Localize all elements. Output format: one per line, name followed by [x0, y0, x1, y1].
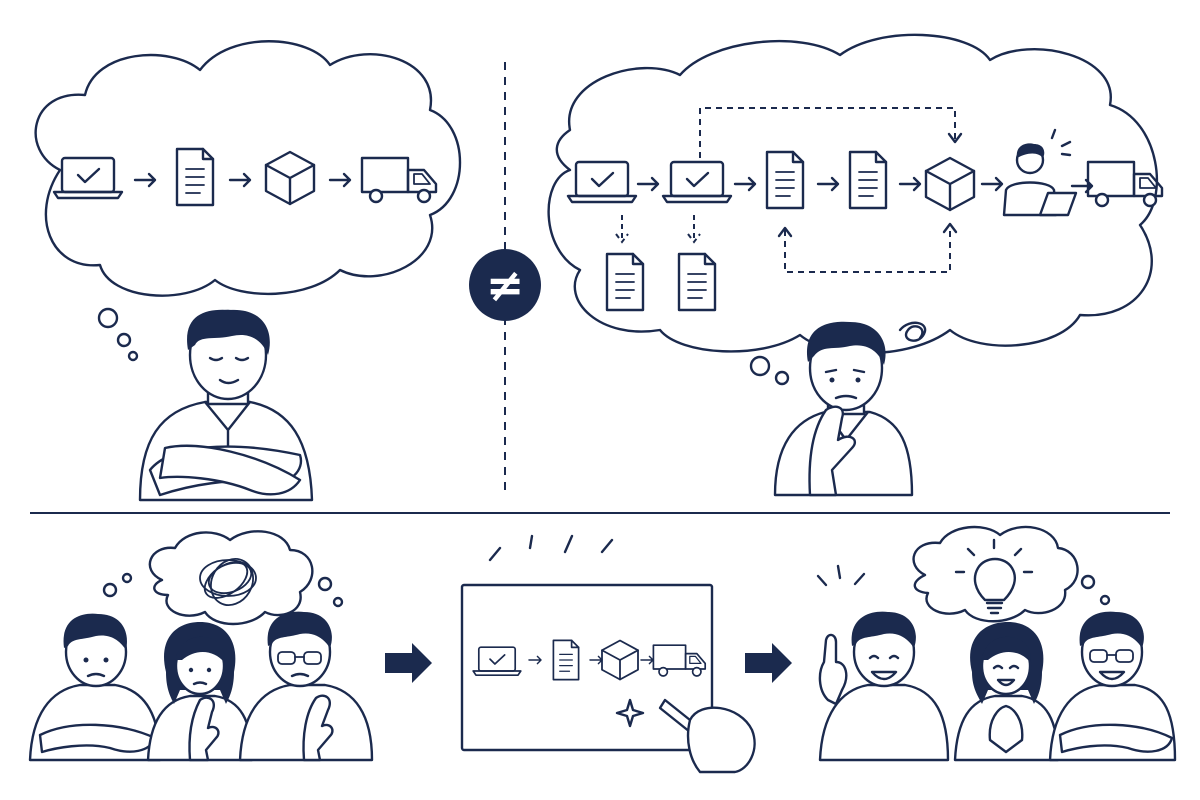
- not-equal-symbol: ≠: [486, 258, 525, 312]
- thought-cloud-simple: [34, 40, 462, 297]
- feedback-loop-bottom: [784, 226, 951, 273]
- emphasis-lines: [488, 534, 614, 562]
- top-right-panel: [547, 33, 1164, 497]
- thought-bubble-dot: [127, 350, 139, 362]
- worker-at-laptop-icon: [1002, 128, 1078, 217]
- man-glasses-hand-on-chin: [238, 611, 374, 762]
- thought-bubble-dot: [774, 370, 790, 386]
- dashed-arrow-down: [687, 215, 701, 244]
- man-glasses-arms-crossed-smiling: [1048, 611, 1177, 762]
- big-arrow-right-icon: [745, 643, 792, 683]
- feedback-loop-top: [699, 107, 956, 158]
- thought-bubble-dot: [102, 582, 118, 598]
- thought-cloud-tangled: [148, 530, 314, 626]
- man-arms-crossed-content: [138, 309, 314, 502]
- thought-bubble-dot: [1080, 574, 1096, 590]
- thought-bubble-dot: [116, 332, 132, 348]
- hand-with-pen: [658, 698, 756, 774]
- thought-bubble-dot: [121, 572, 133, 584]
- thought-bubble-dot: [97, 307, 119, 329]
- thought-bubble-dot: [317, 576, 333, 592]
- emphasis-lines: [816, 564, 866, 587]
- top-left-panel: [34, 40, 462, 502]
- lightbulb-icon: [954, 538, 1034, 615]
- thought-bubble-dot: [332, 596, 344, 608]
- dashed-arrow-down: [615, 215, 629, 244]
- man-arms-crossed-worried: [28, 613, 162, 762]
- woman-hands-clasped-smiling: [953, 622, 1060, 762]
- whiteboard: [460, 534, 756, 774]
- thought-bubble-dot: [1099, 594, 1111, 606]
- man-pointing-up-smiling: [818, 611, 950, 762]
- thought-bubble-dot: [749, 355, 771, 377]
- sparkle-icon: [615, 698, 645, 728]
- woman-hand-on-chin: [146, 622, 254, 762]
- tangled-lines-icon: [199, 558, 257, 606]
- big-arrow-right-icon: [385, 643, 432, 683]
- not-equal-badge: ≠: [469, 249, 541, 321]
- bottom-panel: [28, 525, 1177, 774]
- man-hand-on-chin-confused: [773, 321, 927, 497]
